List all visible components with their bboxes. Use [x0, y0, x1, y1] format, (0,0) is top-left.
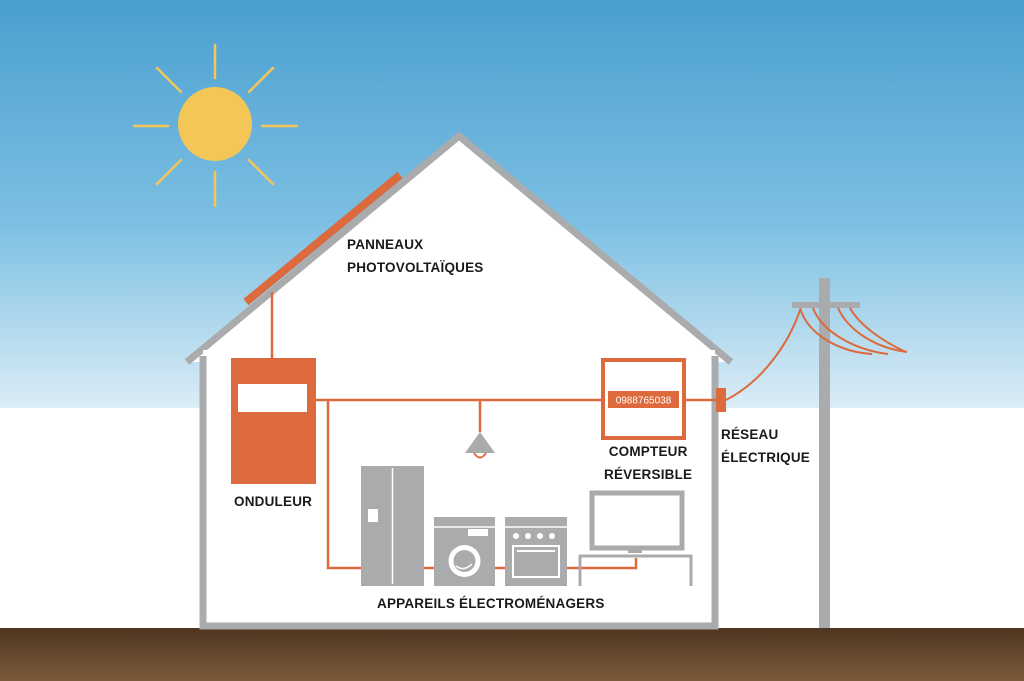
panels-label: PANNEAUX PHOTOVOLTAÏQUES: [347, 233, 484, 279]
grid-label: RÉSEAU ÉLECTRIQUE: [721, 423, 810, 469]
television-icon: [578, 490, 693, 586]
house-walls: [199, 356, 719, 630]
appliances-label: APPAREILS ÉLECTROMÉNAGERS: [377, 592, 605, 615]
meter-label: COMPTEUR RÉVERSIBLE: [604, 440, 692, 486]
utility-pole-icon: [792, 278, 908, 628]
appliances-label-text: APPAREILS ÉLECTROMÉNAGERS: [377, 596, 605, 611]
grid-label-line-2: ÉLECTRIQUE: [721, 450, 811, 465]
grid-connector: [716, 388, 726, 412]
sun-icon: [132, 43, 299, 208]
inverter-label-text: ONDULEUR: [234, 494, 313, 509]
ground: [0, 628, 1024, 681]
oven-icon: [505, 517, 567, 586]
lamp-icon: [465, 432, 495, 459]
grid-cable: [725, 309, 801, 401]
house-outline: [184, 131, 734, 365]
grid-label-line-1: RÉSEAU: [721, 427, 779, 442]
panels-label-line-2: PHOTOVOLTAÏQUES: [347, 260, 484, 275]
inverter: [231, 358, 316, 484]
inverter-label: ONDULEUR: [234, 490, 312, 513]
meter-display: 0988765038: [616, 396, 672, 407]
washing-machine-icon: [434, 517, 495, 586]
meter-label-line-2: RÉVERSIBLE: [604, 467, 693, 482]
panels-label-line-1: PANNEAUX: [347, 237, 424, 252]
refrigerator-icon: [361, 466, 424, 586]
reversible-meter: 0988765038: [601, 358, 686, 440]
solar-panel: [243, 171, 403, 306]
meter-label-line-1: COMPTEUR: [608, 444, 688, 459]
